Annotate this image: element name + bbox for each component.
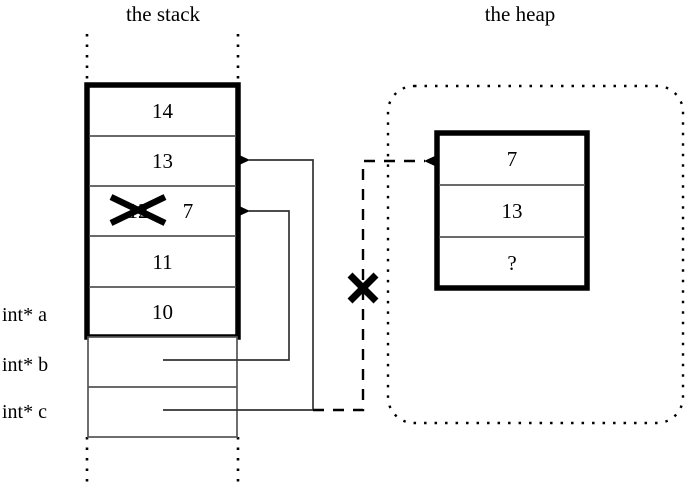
heap-region-title: the heap (484, 2, 556, 26)
invalidated-pointer-x-mark (347, 272, 379, 304)
pointer-var-label-b: int* b (2, 354, 49, 376)
stack-cell-value-4: 10 (152, 300, 173, 324)
heap-cell-value-0: 7 (506, 147, 518, 171)
stack-cell-value-1: 13 (152, 149, 173, 173)
stack-region-title: the stack (125, 2, 201, 26)
stack-cell-value-2-new: 7 (182, 199, 194, 223)
stack-cell-value-0: 14 (152, 99, 173, 123)
stack-cell-value-3: 11 (152, 250, 173, 274)
invalidated-heap-connector (313, 155, 437, 412)
stack-cell-value-2-struck: 12 (127, 199, 149, 223)
stack-array-box (84, 82, 241, 340)
pointer-var-label-a: int* a (2, 304, 47, 326)
heap-block-box (434, 130, 590, 291)
pointer-var-label-c: int* c (2, 401, 47, 423)
pointer-b-connector (163, 205, 290, 361)
heap-cell-value-2: ? (507, 251, 517, 275)
heap-cell-value-1: 13 (501, 199, 523, 223)
pointer-c-connector (163, 154, 314, 411)
struck-value-x-mark (109, 194, 167, 226)
